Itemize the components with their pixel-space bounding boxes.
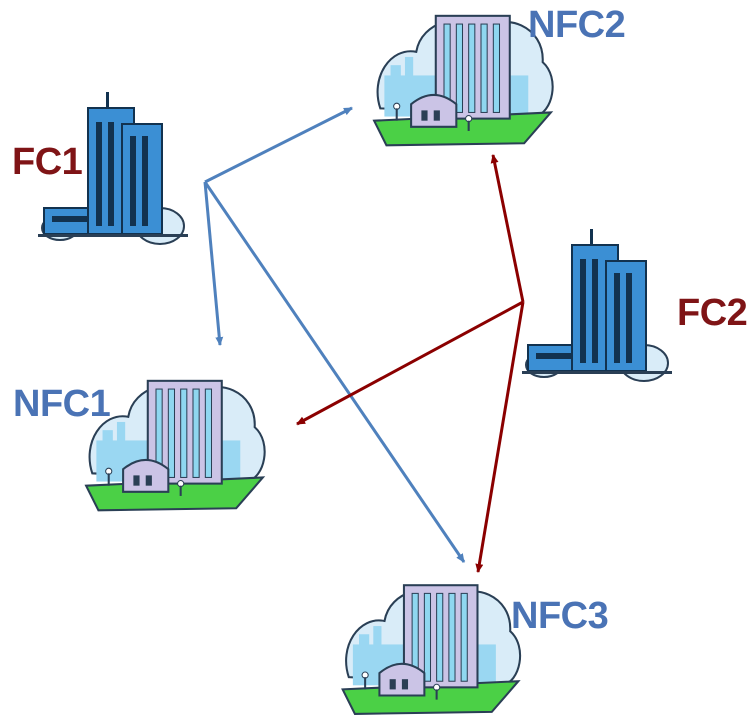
- arrow-fc2-to-nfc2: [490, 154, 525, 303]
- fc2-label: FC2: [677, 292, 748, 334]
- fc2-skyscraper-icon: [522, 228, 672, 382]
- arrow-fc2-to-nfc3: [475, 301, 525, 573]
- nfc2-label: NFC2: [528, 4, 626, 46]
- fc1-label: FC1: [12, 141, 83, 183]
- nfc2-office-building-icon: [373, 14, 554, 147]
- nfc3-label: NFC3: [511, 595, 609, 637]
- arrow-fc1-to-nfc1: [203, 181, 224, 346]
- arrow-fc1-to-nfc3: [203, 181, 466, 563]
- nfc3-office-building-icon: [341, 584, 522, 715]
- nfc1-label: NFC1: [13, 383, 111, 425]
- nfc1-office-building-icon: [85, 379, 266, 512]
- arrow-fc2-to-nfc1: [296, 300, 524, 426]
- arrow-fc1-to-nfc2: [204, 106, 353, 184]
